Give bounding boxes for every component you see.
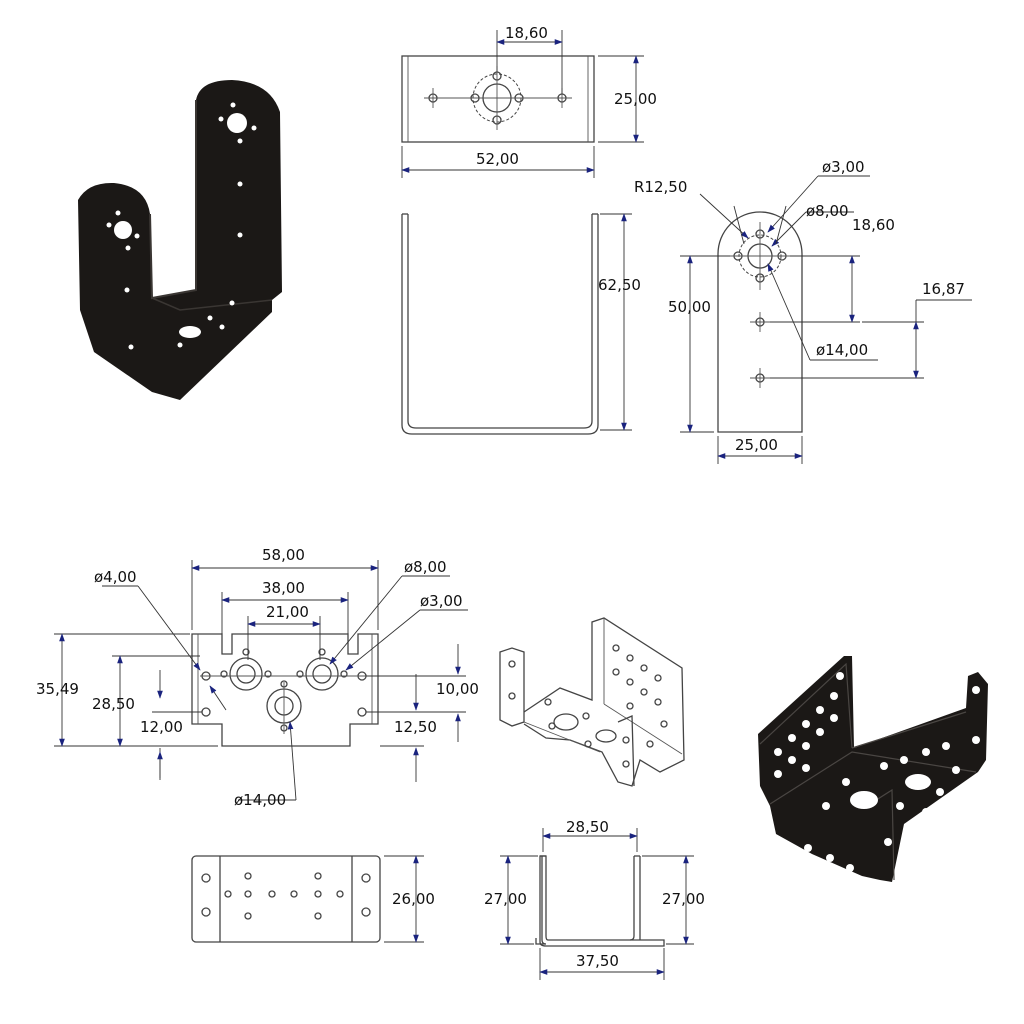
dim-arm-height: 50,00 bbox=[668, 298, 711, 316]
dim-base-hole-big: ø14,00 bbox=[234, 791, 286, 809]
dim-base-height-low: 12,00 bbox=[140, 718, 183, 736]
flat-plate-drawing bbox=[191, 855, 424, 943]
dim-base-right-top: 10,00 bbox=[436, 680, 479, 698]
dim-arm-radius: R12,50 bbox=[634, 178, 687, 196]
dim-side-height: 62,50 bbox=[598, 276, 641, 294]
dim-channel-right: 27,00 bbox=[662, 890, 705, 908]
dim-arm-spacing: 18,60 bbox=[852, 216, 895, 234]
multi-bracket-photo bbox=[758, 656, 988, 882]
channel-view-drawing bbox=[500, 828, 694, 980]
top-view-drawing bbox=[401, 30, 644, 178]
dim-base-hole-small: ø3,00 bbox=[420, 592, 463, 610]
side-u-view-drawing bbox=[401, 213, 632, 435]
dim-base-height-mid: 28,50 bbox=[92, 695, 135, 713]
dim-base-width-mid: 38,00 bbox=[262, 579, 305, 597]
u-bracket-photo bbox=[78, 80, 282, 400]
dim-channel-left: 27,00 bbox=[484, 890, 527, 908]
dim-channel-top: 28,50 bbox=[566, 818, 609, 836]
dim-base-hole-left: ø4,00 bbox=[94, 568, 137, 586]
dim-top-height: 25,00 bbox=[614, 90, 657, 108]
dim-flat-height: 26,00 bbox=[392, 890, 435, 908]
dim-top-width: 52,00 bbox=[476, 150, 519, 168]
arm-view-drawing bbox=[680, 175, 972, 464]
multi-bracket-isometric bbox=[499, 617, 685, 787]
dim-arm-width: 25,00 bbox=[735, 436, 778, 454]
dim-arm-hole-small: ø3,00 bbox=[822, 158, 865, 176]
dim-channel-bottom: 37,50 bbox=[576, 952, 619, 970]
dim-arm-hole-mid: ø8,00 bbox=[806, 202, 849, 220]
dim-base-width-inner: 21,00 bbox=[266, 603, 309, 621]
dim-base-hole-mid: ø8,00 bbox=[404, 558, 447, 576]
dim-base-height-outer: 35,49 bbox=[36, 680, 79, 698]
dim-arm-spacing2: 16,87 bbox=[922, 280, 965, 298]
dim-base-right-low: 12,50 bbox=[394, 718, 437, 736]
dim-base-width-outer: 58,00 bbox=[262, 546, 305, 564]
base-plate-drawing bbox=[54, 560, 468, 801]
dim-top-holes: 18,60 bbox=[505, 24, 548, 42]
dim-arm-hole-big: ø14,00 bbox=[816, 341, 868, 359]
